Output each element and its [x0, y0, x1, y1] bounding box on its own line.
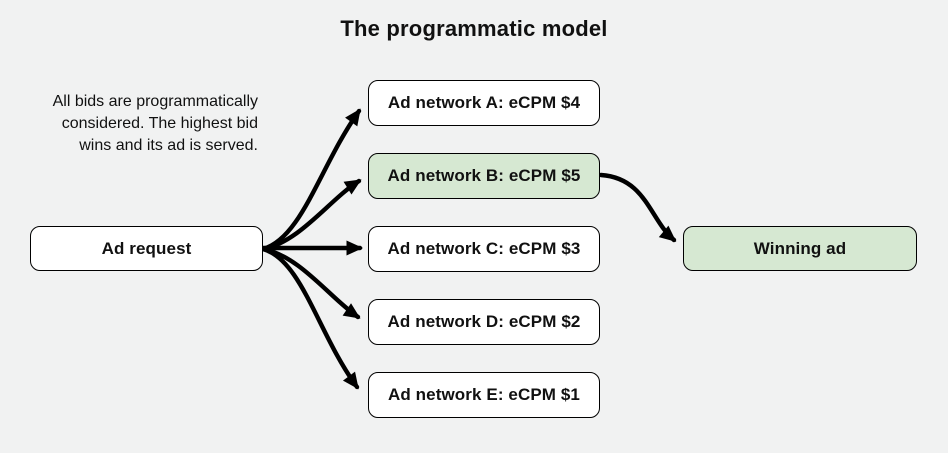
arrow-request-to-network-d — [260, 246, 361, 320]
diagram-title: The programmatic model — [340, 16, 608, 41]
node-ad-network-e-label: Ad network E: eCPM $1 — [388, 385, 580, 404]
node-ad-network-a-label: Ad network A: eCPM $4 — [387, 93, 581, 112]
node-ad-request: Ad request — [30, 226, 263, 271]
node-ad-network-c: Ad network C: eCPM $3 — [368, 226, 600, 272]
node-ad-network-e: Ad network E: eCPM $1 — [368, 372, 600, 418]
description-text: All bids are programmatically considered… — [53, 91, 258, 157]
node-ad-network-d-label: Ad network D: eCPM $2 — [387, 312, 581, 331]
description-line: All bids are programmatically — [52, 93, 258, 110]
node-ad-network-c-label: Ad network C: eCPM $3 — [387, 239, 581, 258]
description-line: considered. The highest bid — [61, 115, 258, 132]
arrow-request-to-network-e — [260, 246, 360, 390]
node-ad-network-a: Ad network A: eCPM $4 — [368, 80, 600, 126]
node-ad-request-label: Ad request — [101, 238, 192, 258]
description-line: wins and its ad is served. — [79, 137, 258, 154]
node-ad-network-b: Ad network B: eCPM $5 — [368, 153, 600, 199]
node-winning-ad-label: Winning ad — [753, 238, 847, 258]
arrow-network-b-to-winning-ad — [598, 172, 677, 243]
node-ad-network-d: Ad network D: eCPM $2 — [368, 299, 600, 345]
arrow-request-to-network-b — [260, 178, 362, 252]
node-ad-network-b-label: Ad network B: eCPM $5 — [387, 166, 581, 185]
node-winning-ad: Winning ad — [683, 226, 917, 271]
arrow-request-to-network-a — [260, 108, 362, 252]
